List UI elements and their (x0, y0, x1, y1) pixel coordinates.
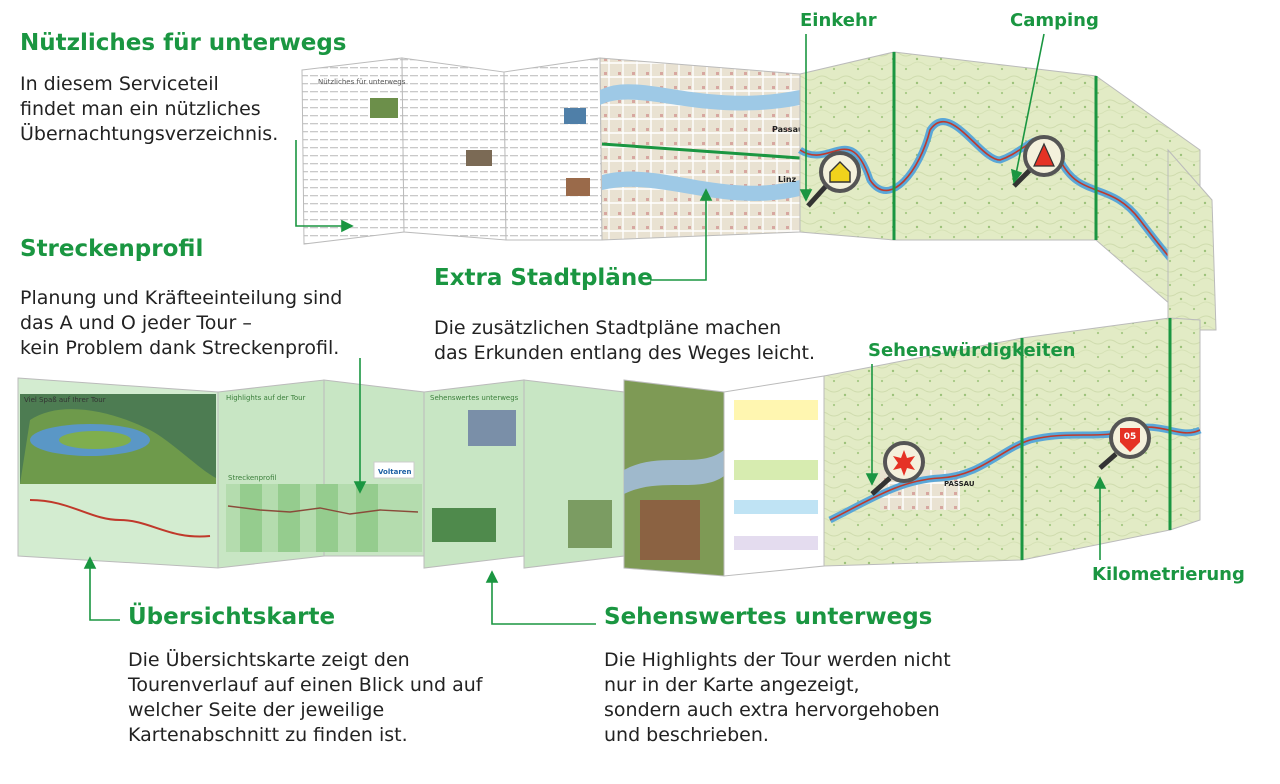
star-icon (893, 450, 915, 476)
text-line: kein Problem dank Streckenprofil. (20, 337, 340, 359)
service-photo (466, 150, 492, 166)
sight-photo (468, 410, 516, 446)
map-label-passau-small: PASSAU (944, 480, 975, 488)
service-photo (564, 108, 586, 124)
city-map-pages (599, 57, 801, 241)
topo-map-curve (1167, 148, 1217, 331)
text-line: Die Übersichtskarte zeigt den (128, 649, 410, 671)
map-label-linz: Linz (778, 175, 797, 184)
text-uebersichtskarte: Die Übersichtskarte zeigt den Tourenverl… (128, 648, 482, 748)
text-line: welcher Seite der jeweilige (128, 699, 385, 721)
profile-page-title: Streckenprofil (228, 474, 276, 482)
map-label-passau: Passau (772, 125, 804, 134)
text-line: Übernachtungsverzeichnis. (20, 123, 279, 145)
text-sehenswertes: Die Highlights der Tour werden nicht nur… (604, 648, 951, 748)
service-pages (301, 57, 603, 245)
sight-magnifier (870, 441, 925, 496)
sponsor-logo: Voltaren (378, 468, 412, 476)
overview-pages (17, 375, 825, 577)
text-nuetzliches: In diesem Serviceteil findet man ein nüt… (20, 72, 278, 147)
sights-page-title: Sehenswertes unterwegs (430, 394, 519, 402)
tent-icon (1033, 142, 1055, 167)
service-page-title: Nützliches für unterwegs (318, 78, 406, 86)
km-marker-number: 05 (1124, 432, 1137, 442)
km-magnifier (1098, 417, 1151, 470)
overview-page-title: Viel Spaß auf Ihrer Tour (24, 396, 106, 404)
km-marker-icon (1120, 428, 1140, 452)
service-photo (566, 178, 590, 196)
text-line: und beschrieben. (604, 724, 769, 746)
heading-sehenswertes: Sehenswertes unterwegs (604, 604, 933, 630)
heading-uebersichtskarte: Übersichtskarte (128, 604, 336, 630)
house-icon (829, 161, 851, 183)
text-streckenprofil: Planung und Kräfteeinteilung sind das A … (20, 286, 342, 361)
highlights-page-title: Highlights auf der Tour (226, 394, 306, 402)
text-stadtplaene: Die zusätzlichen Stadtpläne machen das E… (434, 316, 815, 366)
sight-photo (568, 500, 612, 548)
service-photo (370, 98, 398, 118)
heading-stadtplaene: Extra Stadtpläne (434, 265, 653, 291)
text-line: sondern auch extra hervorgehoben (604, 699, 940, 721)
sight-photo (432, 508, 496, 542)
text-line: Planung und Kräfteeinteilung sind (20, 287, 343, 309)
text-line: das A und O jeder Tour – (20, 312, 252, 334)
label-sehenswuerdigkeiten: Sehenswürdigkeiten (868, 340, 1076, 361)
callout-lines (83, 33, 1107, 625)
text-line: das Erkunden entlang des Weges leicht. (434, 342, 816, 364)
topo-map-top (798, 51, 1204, 332)
text-line: nur in der Karte angezeigt, (604, 674, 860, 696)
text-line: Die Highlights der Tour werden nicht (604, 649, 951, 671)
text-line: Tourenverlauf auf einen Blick und auf (128, 674, 483, 696)
text-line: In diesem Serviceteil (20, 73, 219, 95)
label-camping: Camping (1010, 10, 1099, 31)
text-line: findet man ein nützliches (20, 98, 261, 120)
heading-nuetzliches: Nützliches für unterwegs (20, 30, 347, 56)
text-line: Die zusätzlichen Stadtpläne machen (434, 317, 782, 339)
label-einkehr: Einkehr (800, 10, 877, 31)
text-line: Kartenabschnitt zu finden ist. (128, 724, 408, 746)
label-kilometrierung: Kilometrierung (1092, 564, 1245, 585)
inn-magnifier (806, 151, 861, 208)
heading-streckenprofil: Streckenprofil (20, 236, 204, 262)
camping-magnifier (1012, 135, 1065, 188)
